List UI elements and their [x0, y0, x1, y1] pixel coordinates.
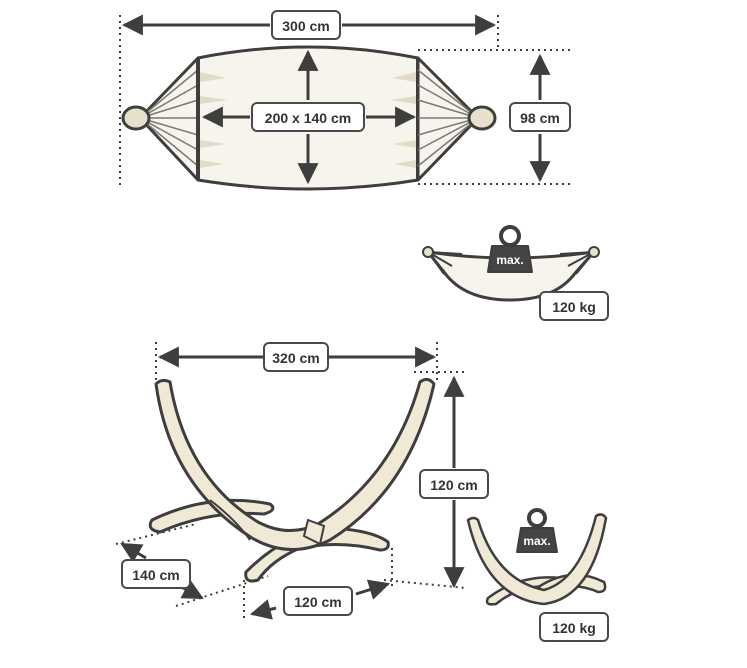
svg-text:max.: max.	[496, 253, 523, 267]
hammock-dimension-arrows	[121, 14, 551, 185]
stand-load-icon: max. 120 kg	[466, 508, 609, 642]
weight-icon: max.	[487, 225, 533, 273]
hammock-load-icon: max. 120 kg	[422, 225, 609, 321]
svg-text:320 cm: 320 cm	[272, 350, 319, 366]
hammock-top-view: 300 cm 200 x 140 cm 98 cm	[119, 10, 571, 191]
label-stand-depth: 140 cm	[121, 559, 191, 589]
svg-text:200 x 140 cm: 200 x 140 cm	[265, 110, 351, 126]
label-stand-length: 320 cm	[263, 342, 329, 372]
svg-text:140 cm: 140 cm	[132, 567, 179, 583]
left-rope-fan	[121, 56, 200, 182]
hammock-extent-lines	[119, 15, 570, 185]
label-stand-base-width: 120 cm	[283, 586, 353, 616]
label-stand-max-weight: 120 kg	[539, 612, 609, 642]
svg-text:120 cm: 120 cm	[430, 477, 477, 493]
fabric-shading	[200, 72, 416, 168]
stand-weight-icon: max.	[516, 508, 558, 553]
label-hammock-max-weight: 120 kg	[539, 291, 609, 321]
label-stand-height: 120 cm	[419, 469, 489, 499]
right-rope-fan	[416, 56, 497, 182]
stand-view: 320 cm 120 cm 140 cm 120 cm	[115, 342, 489, 620]
label-hammock-width: 98 cm	[509, 102, 571, 132]
label-hammock-length: 300 cm	[271, 10, 341, 40]
svg-text:300 cm: 300 cm	[282, 18, 329, 34]
stand-arch	[154, 377, 436, 551]
svg-text:98 cm: 98 cm	[520, 110, 560, 126]
svg-text:max.: max.	[523, 534, 550, 548]
label-hammock-bed-size: 200 x 140 cm	[251, 102, 365, 132]
stand-extent-lines	[115, 342, 467, 618]
svg-text:120 kg: 120 kg	[552, 299, 596, 315]
svg-text:120 kg: 120 kg	[552, 620, 596, 636]
svg-text:120 cm: 120 cm	[294, 594, 341, 610]
stand-dimension-arrows	[120, 346, 465, 620]
